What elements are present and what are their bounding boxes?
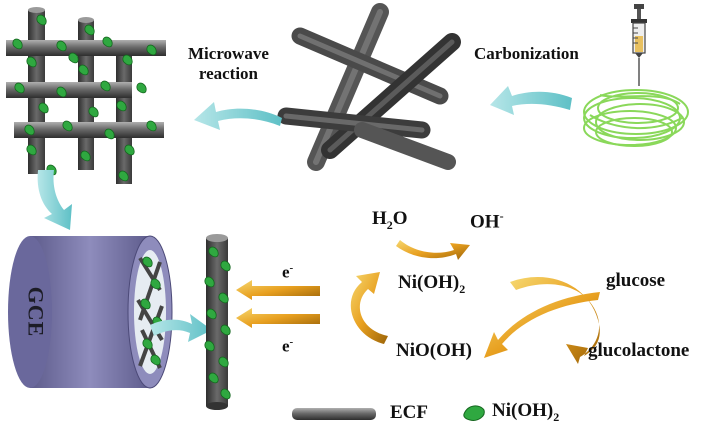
- electron-arrows: [236, 280, 320, 328]
- electron-label-bottom: e-: [282, 336, 294, 356]
- carbon-fiber-rods: [277, 3, 461, 171]
- gce-label-wrap: GCE: [20, 272, 50, 352]
- microwave-line: Microwave: [188, 44, 269, 63]
- carbonization-label: Carbonization: [474, 44, 579, 63]
- nickel-hydroxide-label: Ni(OH)2: [398, 272, 466, 296]
- nioh2-ecf-lattice: [6, 7, 166, 184]
- lattice-to-gce-arrow: [37, 170, 72, 230]
- cycle-reduction-arrow: [484, 292, 600, 358]
- gce-to-fiber-arrow: [150, 314, 212, 342]
- gce-electrode: [8, 235, 173, 389]
- syringe-icon: [631, 4, 647, 86]
- legend-nioh2-label: Ni(OH)2: [492, 400, 560, 424]
- gce-label: GCE: [23, 286, 48, 338]
- legend: [292, 405, 485, 421]
- glucolactone-label: glucolactone: [588, 340, 690, 361]
- cycle-left-up-arrow: [350, 272, 388, 344]
- single-ecf-fiber: [204, 234, 231, 410]
- microwave-reaction-label: Microwave reaction: [188, 44, 269, 83]
- electron-label-top: e-: [282, 262, 294, 282]
- water-to-hydroxide-arrow: [396, 240, 470, 260]
- legend-nioh2-flake-icon: [463, 405, 485, 421]
- fiber-coil: [583, 89, 689, 147]
- nickel-oxyhydroxide-label: NiO(OH): [396, 340, 472, 361]
- microwave-arrow: [194, 102, 282, 130]
- water-label: H2O: [372, 208, 408, 232]
- legend-ecf-label: ECF: [390, 402, 428, 423]
- cycle-glucose-arrow: [510, 276, 600, 364]
- hydroxide-label: OH-: [470, 209, 504, 233]
- legend-ecf-rod-icon: [292, 408, 376, 420]
- glucose-label: glucose: [606, 270, 666, 291]
- carbonization-arrow: [490, 86, 572, 115]
- reaction-line: reaction: [198, 63, 259, 83]
